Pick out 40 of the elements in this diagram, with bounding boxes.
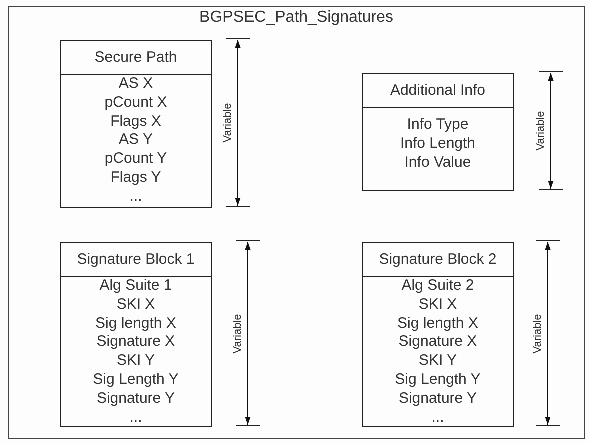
- field-name: Flags Y: [110, 168, 162, 188]
- field-table-box: [362, 73, 514, 191]
- field-table-box: [362, 242, 514, 427]
- field-name: Info Value: [404, 154, 472, 172]
- field-table-box: [60, 242, 212, 427]
- box-heading: Signature Block 2: [363, 243, 513, 277]
- dimension-label: Variable: [532, 314, 544, 354]
- field-name: Sig length X: [94, 314, 178, 334]
- field-name: SKI Y: [116, 352, 156, 371]
- field-name: Info Type: [406, 116, 470, 135]
- box-heading: Additional Info: [363, 74, 513, 108]
- field-name: Alg Suite 1: [98, 277, 174, 296]
- field-name: pCount X: [104, 94, 168, 113]
- field-name: SKI X: [116, 296, 156, 315]
- field-name: Flags X: [110, 112, 162, 132]
- field-name: Signature Y: [398, 390, 478, 409]
- field-name: Alg Suite 2: [400, 277, 476, 296]
- frame-box: [8, 6, 585, 439]
- field-name: ...: [128, 408, 144, 428]
- field-name: SKI X: [418, 296, 458, 315]
- field-name: Sig length X: [396, 314, 480, 334]
- field-name: Signature Y: [96, 390, 176, 409]
- field-name: SKI Y: [418, 352, 458, 371]
- field-name: Signature X: [398, 333, 478, 352]
- field-name: Sig Length Y: [394, 370, 482, 390]
- field-name: pCount Y: [104, 150, 168, 169]
- box-heading: Secure Path: [61, 41, 211, 75]
- box-heading: Signature Block 1: [61, 243, 211, 277]
- field-name: AS X: [118, 75, 154, 94]
- field-name: ...: [128, 188, 144, 207]
- dimension-label: Variable: [222, 103, 234, 143]
- field-name: Signature X: [96, 333, 176, 352]
- field-name: Sig Length Y: [92, 370, 180, 390]
- field-name: ...: [430, 408, 446, 428]
- dimension-label: Variable: [232, 314, 244, 354]
- frame-label: BGPSEC_Path_Signatures: [198, 9, 394, 27]
- dimension-label: Variable: [534, 111, 547, 151]
- field-name: AS Y: [118, 131, 154, 150]
- field-name: Info Length: [399, 134, 477, 154]
- field-table-box: [60, 40, 212, 208]
